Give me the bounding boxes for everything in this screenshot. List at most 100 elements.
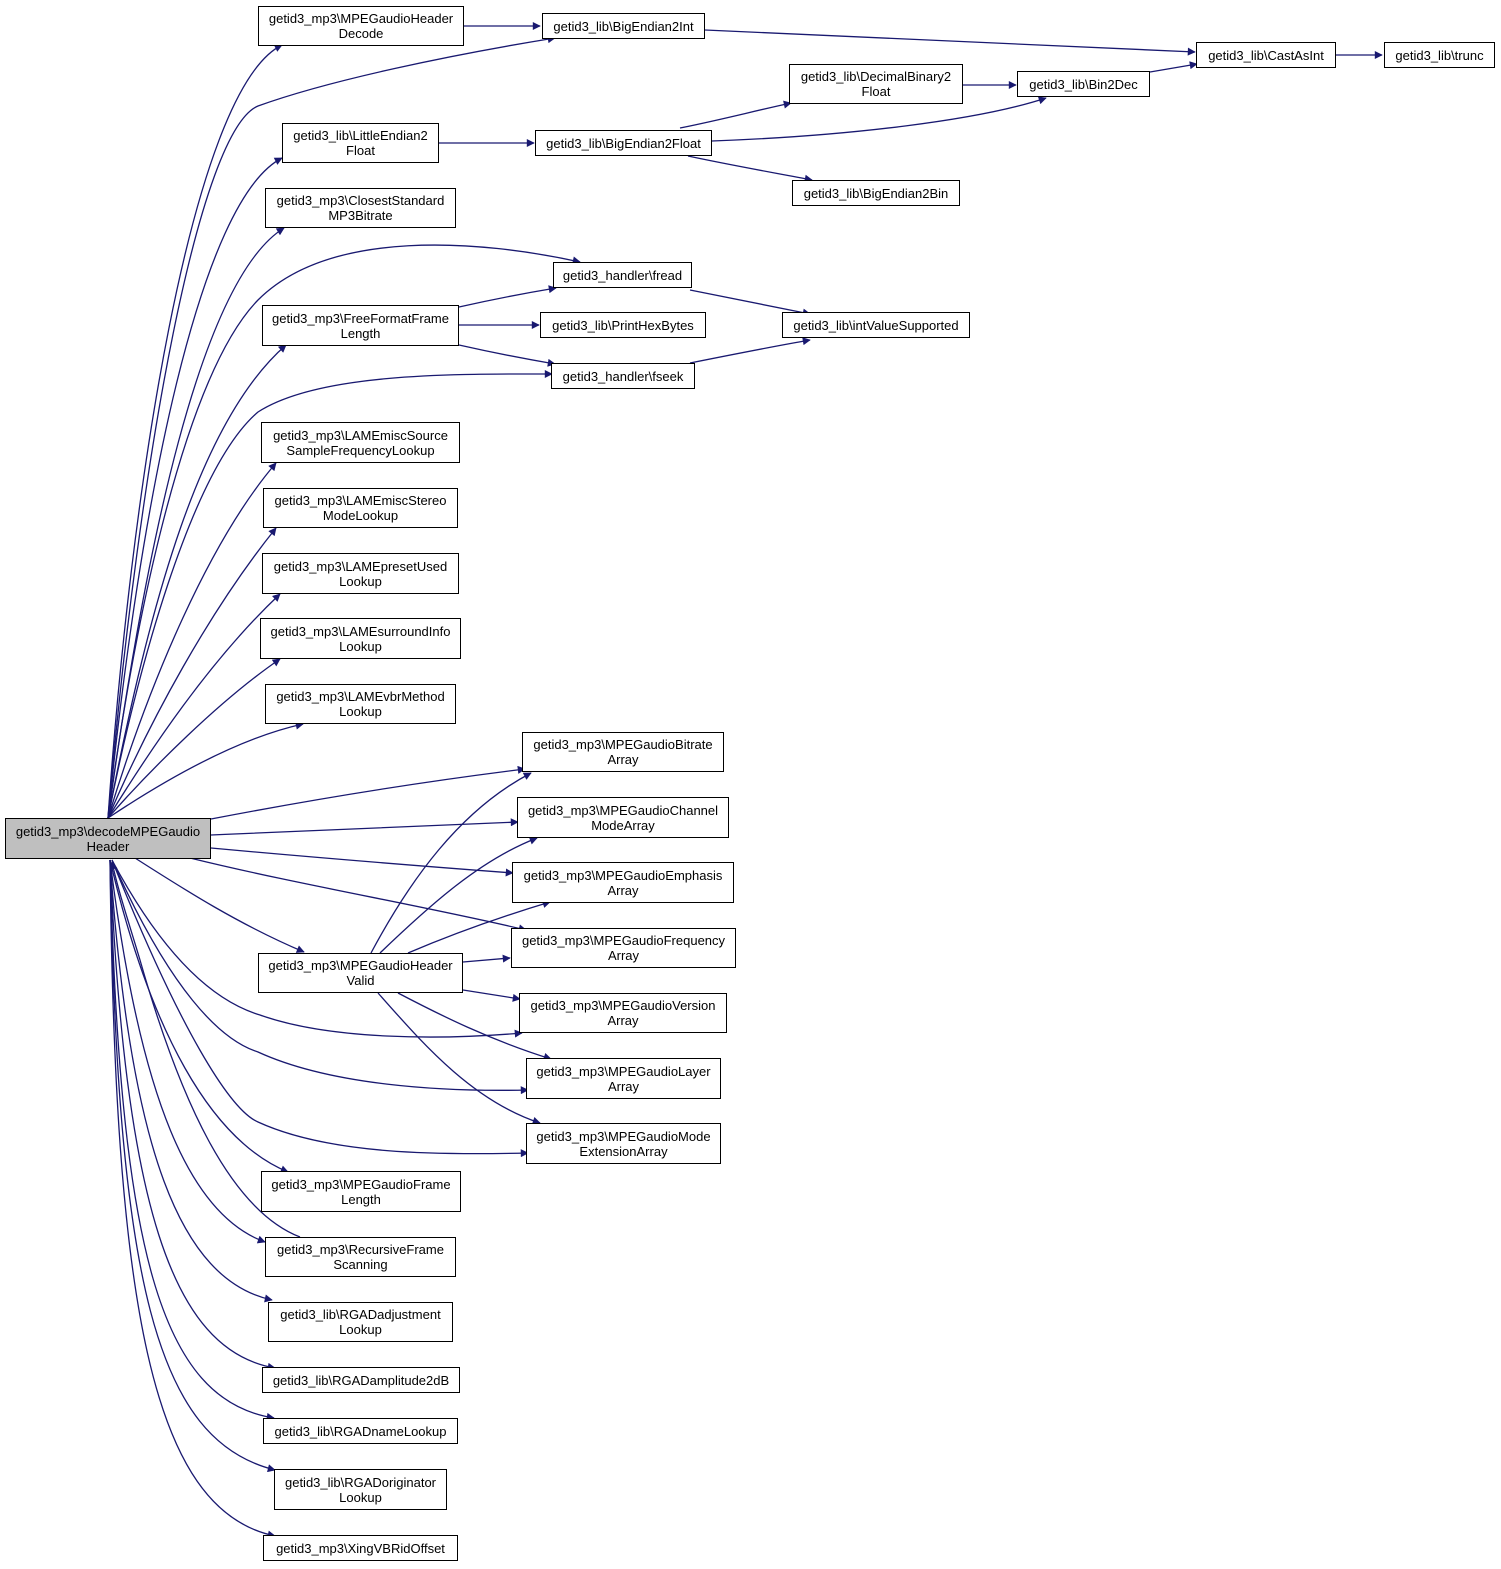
node-rgadadjustmentlookup-line-2: Lookup (339, 1322, 382, 1337)
node-mpegaudiomodeextensionarray-line-1: getid3_mp3\MPEGaudioMode (536, 1128, 711, 1144)
node-mpegaudiobitratearray[interactable]: getid3_mp3\MPEGaudioBitrate Array (522, 732, 724, 772)
node-intvaluesupported[interactable]: getid3_lib\intValueSupported (782, 312, 970, 338)
node-rgadoriginatorlookup-line-1: getid3_lib\RGADoriginator (284, 1474, 437, 1490)
edge-root-ffl (107, 344, 287, 819)
node-mpegaudiochannelmodearray-line-2: ModeArray (591, 817, 655, 833)
node-freeformatframelength-line-2: Length (340, 325, 381, 341)
node-mpegaudioheadervalid-line-2: Valid (346, 973, 375, 988)
node-fread[interactable]: getid3_handler\fread (553, 262, 692, 288)
node-bigendian2float-line-1: getid3_lib\BigEndian2Float (546, 135, 701, 151)
node-lamepresetusedlookup[interactable]: getid3_mp3\LAMEpresetUsed Lookup (262, 553, 459, 594)
node-closeststandardmp3bitrate[interactable]: getid3_mp3\ClosestStandard MP3Bitrate (265, 188, 456, 228)
node-bin2dec-line-1: getid3_lib\Bin2Dec (1029, 76, 1138, 92)
edge-hvalid-chmode (379, 836, 538, 954)
node-mpegaudiobitratearray-line-1: getid3_mp3\MPEGaudioBitrate (533, 737, 713, 752)
node-mpegaudioversionarray-line-2: Array (607, 1013, 639, 1028)
node-bigendian2int[interactable]: getid3_lib\BigEndian2Int (542, 13, 705, 39)
node-decimalbinary2float-line-1: getid3_lib\DecimalBinary2 (800, 69, 952, 84)
edge-be2int-castasint (704, 29, 1196, 56)
node-recursiveframescanning[interactable]: getid3_mp3\RecursiveFrame Scanning (265, 1237, 456, 1277)
node-decimalbinary2float-line-2: Float (861, 84, 891, 99)
node-decodempegaudioheader[interactable]: getid3_mp3\decodeMPEGaudio Header (5, 818, 211, 859)
edge-root-rgaorig (109, 859, 276, 1473)
node-bin2dec[interactable]: getid3_lib\Bin2Dec (1017, 71, 1150, 97)
edge-root-recscan (109, 859, 266, 1244)
node-xingvbridoffset[interactable]: getid3_mp3\XingVBRidOffset (263, 1535, 458, 1561)
node-mpegaudiofrequencyarray-line-1: getid3_mp3\MPEGaudioFrequency (521, 933, 726, 948)
node-rgadoriginatorlookup-line-2: Lookup (339, 1489, 382, 1505)
edge-root-emph (210, 847, 514, 877)
node-mpegaudioframelength[interactable]: getid3_mp3\MPEGaudioFrame Length (261, 1171, 461, 1212)
node-bigendian2bin[interactable]: getid3_lib\BigEndian2Bin (792, 180, 960, 206)
edge-be2f-bin2dec (711, 96, 1047, 142)
node-lamesurroundinfolookup-line-2: Lookup (339, 638, 382, 654)
node-mpegaudiofrequencyarray-line-2: Array (607, 948, 640, 963)
edge-hvalid-layer (397, 992, 552, 1061)
edge-recscan-root (109, 861, 301, 1238)
node-littleendian2float-line-2: Float (346, 143, 375, 158)
edge-root-lamesur (107, 658, 281, 819)
node-lamepresetusedlookup-line-1: getid3_mp3\LAMEpresetUsed (273, 558, 448, 574)
node-mpegaudioheadervalid[interactable]: getid3_mp3\MPEGaudioHeader Valid (258, 953, 463, 993)
node-lamepresetusedlookup-line-2: Lookup (339, 573, 382, 589)
edge-fread-intval (689, 289, 811, 317)
edge-hvalid-version (462, 989, 521, 1002)
node-printhexbytes[interactable]: getid3_lib\PrintHexBytes (540, 312, 706, 338)
node-rgadadjustmentlookup[interactable]: getid3_lib\RGADadjustment Lookup (268, 1302, 453, 1342)
node-mpegaudioframelength-line-1: getid3_mp3\MPEGaudioFrame (271, 1176, 451, 1192)
edge-ffl-fread (458, 285, 557, 308)
node-mpegaudiobitratearray-line-2: Array (607, 752, 639, 767)
node-mpegaudiochannelmodearray-line-1: getid3_mp3\MPEGaudioChannel (527, 802, 719, 818)
edge-root-rgaadj (109, 859, 273, 1303)
node-lamemiscstereomodelookup[interactable]: getid3_mp3\LAMEmiscStereo ModeLookup (263, 488, 458, 528)
node-bigendian2bin-line-1: getid3_lib\BigEndian2Bin (803, 185, 949, 201)
node-decimalbinary2float[interactable]: getid3_lib\DecimalBinary2 Float (789, 64, 963, 104)
node-mpegaudiolayerarray[interactable]: getid3_mp3\MPEGaudioLayer Array (526, 1058, 721, 1099)
node-rgadamplitude2db[interactable]: getid3_lib\RGADamplitude2dB (262, 1367, 460, 1393)
node-mpegaudiomodeextensionarray[interactable]: getid3_mp3\MPEGaudioMode ExtensionArray (526, 1123, 721, 1164)
edge-root-freq (189, 857, 527, 933)
edge-root-bitrate (210, 765, 526, 820)
edge-be2f-decbin2f (679, 100, 792, 129)
node-trunc-line-1: getid3_lib\trunc (1395, 47, 1484, 63)
node-closeststandardmp3bitrate-line-1: getid3_mp3\ClosestStandard (276, 193, 445, 208)
node-lamemiscstereomodelookup-line-1: getid3_mp3\LAMEmiscStereo (274, 493, 447, 508)
node-rgadadjustmentlookup-line-1: getid3_lib\RGADadjustment (280, 1307, 441, 1322)
node-lamesurroundinfolookup[interactable]: getid3_mp3\LAMEsurroundInfo Lookup (260, 618, 461, 659)
node-castasint[interactable]: getid3_lib\CastAsInt (1196, 42, 1336, 68)
node-recursiveframescanning-line-1: getid3_mp3\RecursiveFrame (277, 1242, 444, 1257)
node-rgadnamelookup[interactable]: getid3_lib\RGADnameLookup (263, 1418, 458, 1444)
node-lamemiscsourcesamplefrequencylookup-line-1: getid3_mp3\LAMEmiscSource (273, 427, 448, 443)
edge-root-lamevbr (107, 721, 304, 819)
node-mpegaudioversionarray[interactable]: getid3_mp3\MPEGaudioVersion Array (519, 993, 727, 1033)
edge-root-hvalid (134, 857, 305, 953)
node-littleendian2float[interactable]: getid3_lib\LittleEndian2 Float (282, 123, 439, 163)
node-trunc[interactable]: getid3_lib\trunc (1384, 42, 1495, 68)
node-printhexbytes-line-1: getid3_lib\PrintHexBytes (552, 317, 694, 333)
node-mpegaudioemphasisarray[interactable]: getid3_mp3\MPEGaudioEmphasis Array (512, 862, 734, 903)
node-closeststandardmp3bitrate-line-2: MP3Bitrate (328, 208, 393, 223)
node-recursiveframescanning-line-2: Scanning (333, 1257, 388, 1272)
edge-root-chmode (210, 818, 519, 836)
edge-hvalid-modeext (377, 992, 541, 1125)
node-mpegaudiochannelmodearray[interactable]: getid3_mp3\MPEGaudioChannel ModeArray (517, 797, 729, 838)
node-mpegaudioheaderdecode[interactable]: getid3_mp3\MPEGaudioHeader Decode (258, 6, 464, 46)
node-mpegaudiofrequencyarray[interactable]: getid3_mp3\MPEGaudioFrequency Array (511, 928, 736, 968)
node-freeformatframelength[interactable]: getid3_mp3\FreeFormatFrame Length (262, 305, 459, 346)
node-littleendian2float-line-1: getid3_lib\LittleEndian2 (293, 128, 428, 143)
node-fseek-line-1: getid3_handler\fseek (562, 368, 684, 384)
node-lamevbrmethodlookup[interactable]: getid3_mp3\LAMEvbrMethod Lookup (265, 684, 456, 724)
node-bigendian2float[interactable]: getid3_lib\BigEndian2Float (535, 130, 712, 156)
node-lamemiscsourcesamplefrequencylookup[interactable]: getid3_mp3\LAMEmiscSource SampleFrequenc… (261, 422, 460, 463)
node-rgadoriginatorlookup[interactable]: getid3_lib\RGADoriginator Lookup (274, 1469, 447, 1510)
node-mpegaudioframelength-line-2: Length (341, 1191, 381, 1207)
edge-root-lamepre (107, 593, 281, 819)
edge-bin2dec-castasint (1149, 61, 1198, 73)
node-fseek[interactable]: getid3_handler\fseek (551, 363, 695, 389)
edge-root-modeext (111, 859, 529, 1158)
node-rgadamplitude2db-line-1: getid3_lib\RGADamplitude2dB (272, 1372, 450, 1388)
node-castasint-line-1: getid3_lib\CastAsInt (1208, 47, 1324, 63)
edge-ffl-fseek (458, 344, 556, 367)
node-mpegaudiomodeextensionarray-line-2: ExtensionArray (579, 1143, 668, 1159)
